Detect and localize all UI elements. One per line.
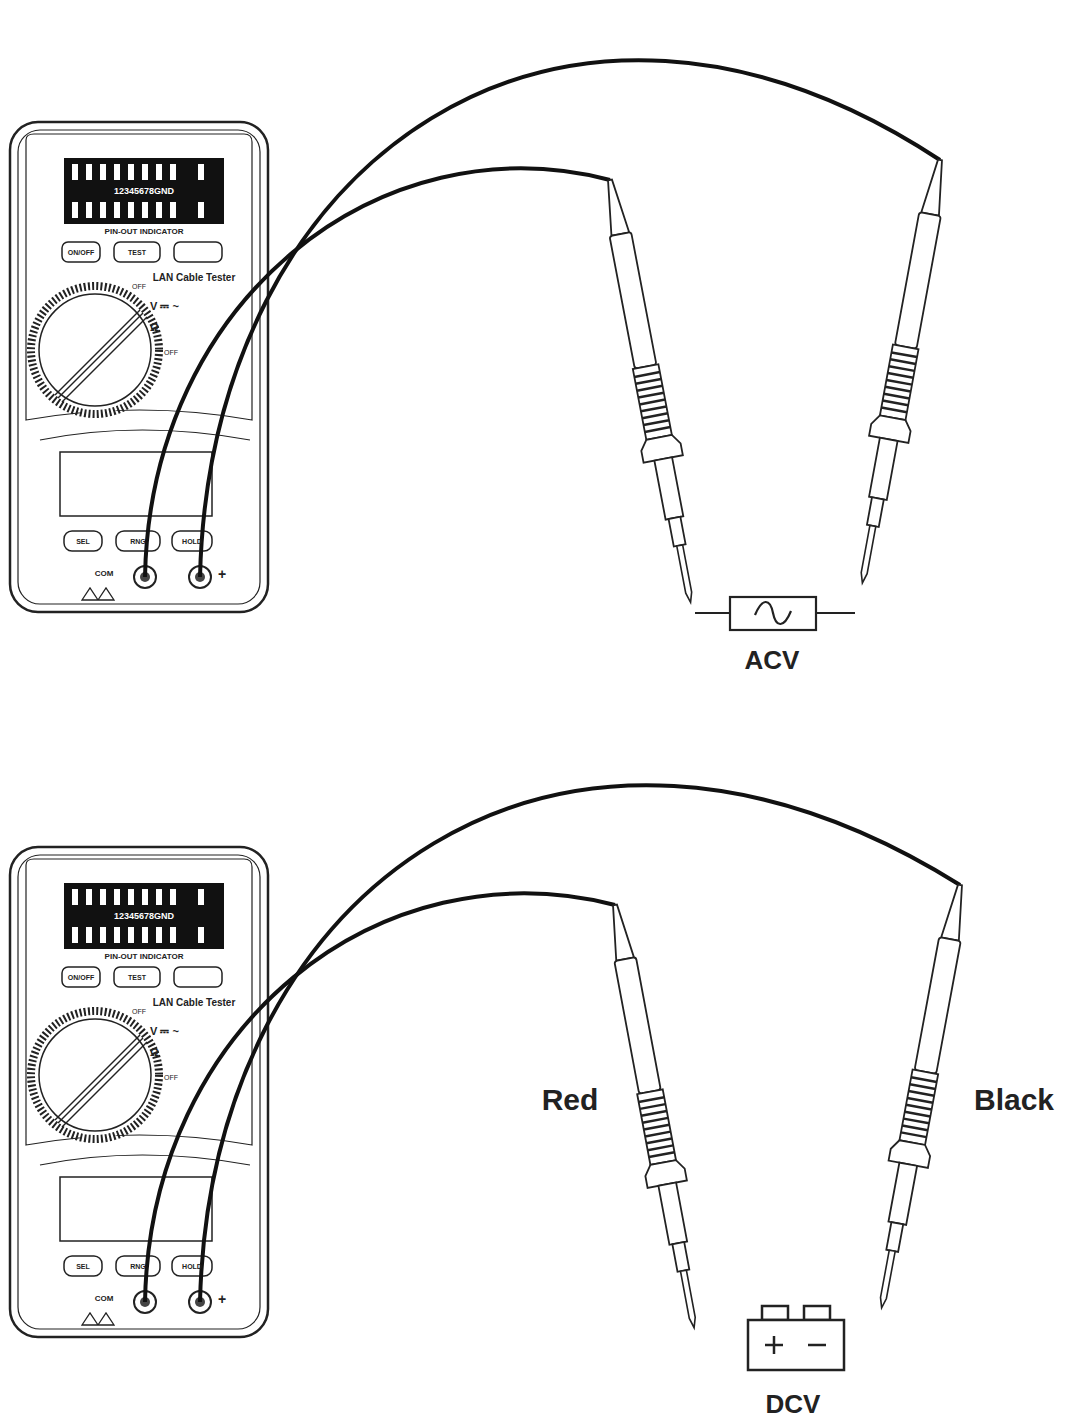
test-probe bbox=[590, 176, 710, 606]
lead-label: Black bbox=[974, 1085, 1054, 1115]
button-label: TEST bbox=[128, 974, 146, 981]
jack-label: COM bbox=[95, 570, 114, 578]
multimeter bbox=[10, 847, 268, 1337]
dial-label: OFF bbox=[132, 283, 146, 290]
dial-label: OFF bbox=[164, 349, 178, 356]
panel-label: LAN Cable Tester bbox=[153, 273, 236, 283]
test-probe bbox=[843, 156, 960, 586]
jack-label: + bbox=[218, 567, 226, 581]
pin-label: 12345678GND bbox=[114, 912, 174, 921]
test-probe bbox=[862, 881, 980, 1311]
button-label: RNG bbox=[130, 538, 146, 545]
test-lead-wire bbox=[145, 60, 960, 1302]
ac-source-symbol bbox=[695, 597, 855, 630]
dial-label: Ω bbox=[150, 1047, 159, 1058]
dial-label: V ⎓ ~ bbox=[150, 1026, 179, 1037]
panel-label: LAN Cable Tester bbox=[153, 998, 236, 1008]
button-label: SEL bbox=[76, 538, 90, 545]
panel-label: PIN-OUT INDICATOR bbox=[105, 953, 184, 961]
signal-label: ACV bbox=[745, 647, 800, 673]
jack-label: COM bbox=[95, 1295, 114, 1303]
button-label: HOLD bbox=[182, 538, 202, 545]
dial-label: V ⎓ ~ bbox=[150, 301, 179, 312]
panel-label: PIN-OUT INDICATOR bbox=[105, 228, 184, 236]
dial-label: Ω bbox=[150, 322, 159, 333]
button-label: ON/OFF bbox=[68, 974, 94, 981]
signal-label: DCV bbox=[766, 1391, 821, 1417]
button-label: SEL bbox=[76, 1263, 90, 1270]
lead-label: Red bbox=[542, 1085, 599, 1115]
pin-label: 12345678GND bbox=[114, 187, 174, 196]
battery-symbol bbox=[748, 1306, 844, 1370]
jack-label: + bbox=[218, 1292, 226, 1306]
button-label: RNG bbox=[130, 1263, 146, 1270]
multimeter bbox=[10, 122, 268, 612]
button-label: ON/OFF bbox=[68, 249, 94, 256]
button-label: TEST bbox=[128, 249, 146, 256]
test-probe bbox=[595, 901, 713, 1331]
dial-label: OFF bbox=[132, 1008, 146, 1015]
button-label: HOLD bbox=[182, 1263, 202, 1270]
dial-label: OFF bbox=[164, 1074, 178, 1081]
